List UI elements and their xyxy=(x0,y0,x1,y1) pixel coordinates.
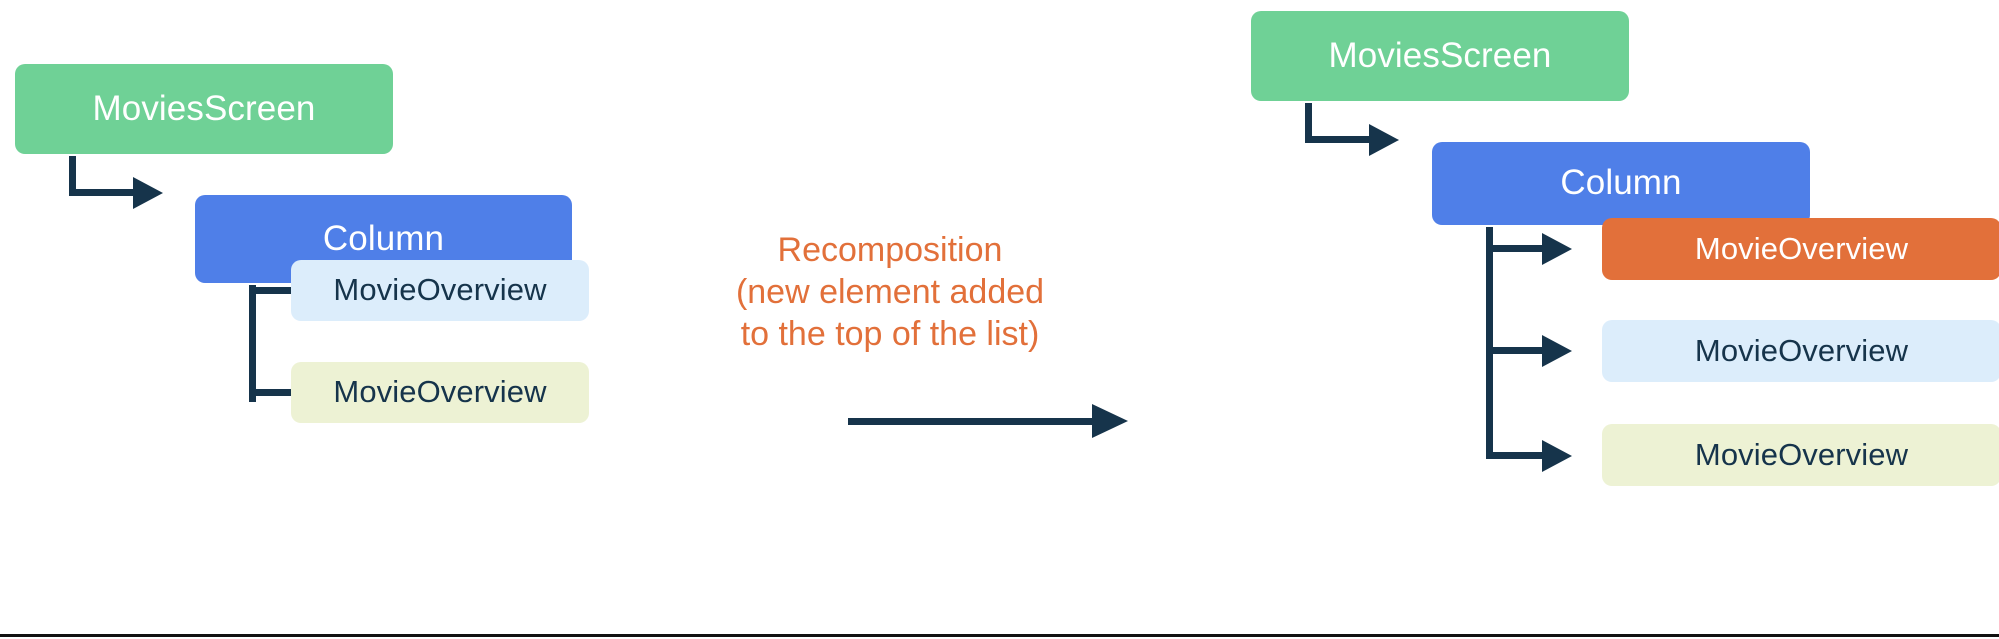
after-arrowhead-screen-to-column xyxy=(1369,124,1399,156)
before-connector-branch-1 xyxy=(249,287,311,294)
before-connector-screen-to-column-vertical xyxy=(69,156,76,196)
after-arrowhead-branch-3 xyxy=(1542,440,1572,472)
after-connector-screen-to-column-horizontal xyxy=(1305,136,1375,143)
transition-arrow-head xyxy=(1092,404,1128,438)
before-arrowhead-screen-to-column xyxy=(133,177,163,209)
after-arrowhead-branch-2 xyxy=(1542,335,1572,367)
transition-caption-line-3: to the top of the list) xyxy=(660,274,1120,354)
before-movie-overview-2-label: MovieOverview xyxy=(333,374,547,410)
before-connector-branch-2 xyxy=(249,389,311,396)
before-movie-overview-1-label: MovieOverview xyxy=(333,272,547,308)
after-connector-branch-2 xyxy=(1486,347,1548,354)
before-node-movie-overview-1: MovieOverview xyxy=(291,260,589,321)
transition-caption-line-1: Recomposition xyxy=(660,190,1120,270)
transition-line-2: (new element added xyxy=(735,273,1045,312)
after-arrowhead-branch-1 xyxy=(1542,233,1572,265)
before-connector-screen-to-column-horizontal xyxy=(69,189,139,196)
after-connector-branch-1 xyxy=(1486,245,1548,252)
transition-arrow-shaft xyxy=(848,418,1098,425)
after-connector-column-spine xyxy=(1486,227,1493,459)
before-node-movies-screen: MoviesScreen xyxy=(15,64,393,154)
before-node-movie-overview-2: MovieOverview xyxy=(291,362,589,423)
transition-caption-line-2: (new element added xyxy=(660,232,1120,312)
after-node-movie-overview-2: MovieOverview xyxy=(1602,424,1999,486)
after-movie-overview-new-label: MovieOverview xyxy=(1694,230,1909,266)
before-movies-screen-label: MoviesScreen xyxy=(92,88,316,128)
after-connector-screen-to-column-vertical xyxy=(1305,103,1312,143)
after-node-movies-screen: MoviesScreen xyxy=(1251,11,1629,101)
bottom-divider xyxy=(0,634,1999,637)
before-column-label: Column xyxy=(322,218,445,258)
transition-line-3: to the top of the list) xyxy=(740,315,1040,354)
transition-line-1: Recomposition xyxy=(777,231,1003,270)
after-node-column: Column xyxy=(1432,142,1810,225)
after-movies-screen-label: MoviesScreen xyxy=(1328,35,1552,75)
after-node-movie-overview-1: MovieOverview xyxy=(1602,320,1999,382)
after-movie-overview-2-label: MovieOverview xyxy=(1694,436,1909,472)
before-connector-column-spine xyxy=(249,285,256,402)
after-node-movie-overview-new: MovieOverview xyxy=(1602,218,1999,280)
after-column-label: Column xyxy=(1560,163,1682,203)
after-connector-branch-3 xyxy=(1486,452,1548,459)
after-movie-overview-1-label: MovieOverview xyxy=(1694,332,1909,368)
